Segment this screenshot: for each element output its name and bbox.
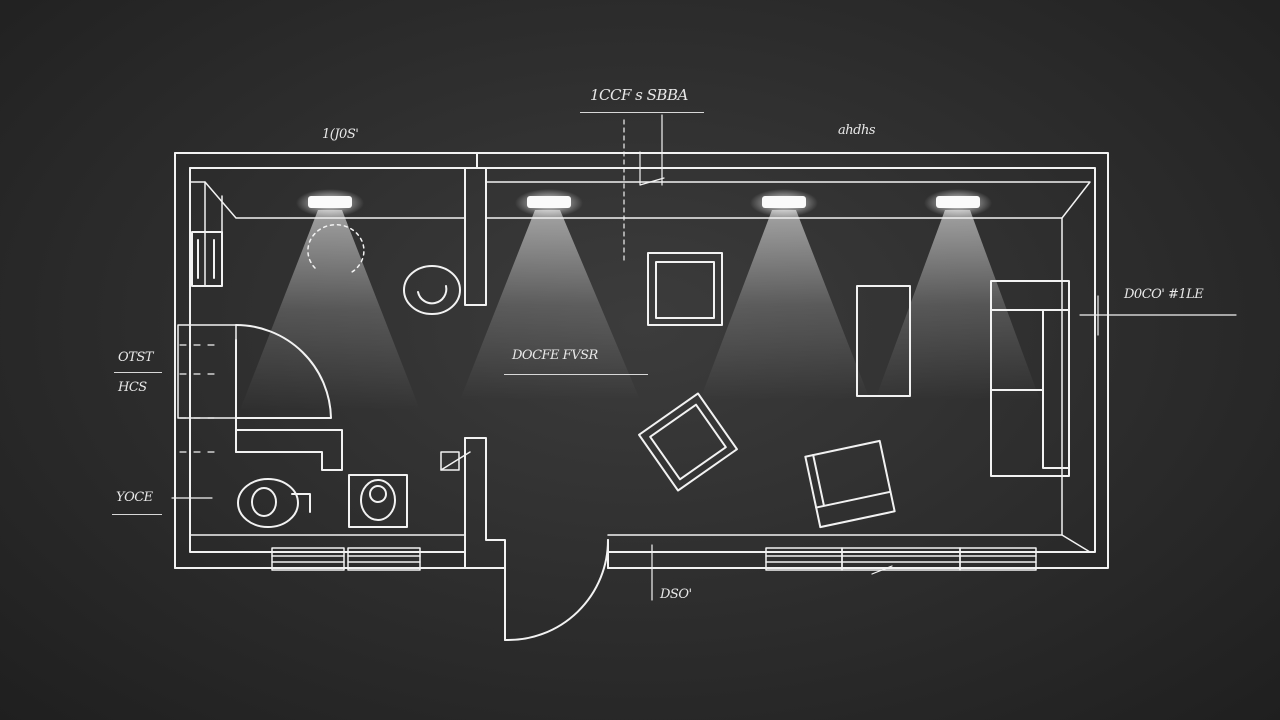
label-underline bbox=[580, 112, 704, 113]
table-icon bbox=[856, 285, 911, 397]
light-beam bbox=[460, 210, 640, 400]
label-right-side: D0CO' #1LE bbox=[1124, 287, 1204, 302]
label-underline bbox=[504, 374, 648, 375]
label-left-upper-2: HCS bbox=[118, 380, 147, 395]
wall-cabinet-icon bbox=[191, 231, 223, 287]
label-left-lower: YOCE bbox=[116, 490, 153, 505]
label-underline bbox=[114, 372, 162, 373]
door-swing-icon bbox=[177, 324, 332, 419]
label-top-right: ahdhs bbox=[838, 123, 876, 138]
armchair-icon bbox=[647, 252, 723, 326]
outer-walls bbox=[174, 152, 1109, 569]
light-beams bbox=[240, 210, 1040, 410]
label-underline bbox=[112, 514, 162, 515]
label-left-upper-1: OTST bbox=[118, 350, 153, 365]
round-table-icon bbox=[403, 265, 461, 315]
ceiling-light-icon bbox=[750, 189, 818, 217]
armchair-icon bbox=[804, 439, 896, 529]
entrance-door-swing-icon bbox=[504, 539, 609, 642]
windows bbox=[271, 547, 1037, 571]
label-top-left: 1(J0S' bbox=[322, 127, 359, 142]
dimension-lines bbox=[171, 114, 1237, 601]
sofa-icon bbox=[990, 280, 1070, 477]
light-circle bbox=[307, 223, 365, 273]
small-switch-icon bbox=[440, 451, 471, 471]
ceiling-light-icon bbox=[515, 189, 583, 217]
ceiling-light-icon bbox=[296, 189, 364, 217]
label-bottom-dimension: DSO' bbox=[660, 587, 692, 602]
armchair-icon bbox=[638, 392, 738, 492]
label-center-room: DOCFE FVSR bbox=[512, 348, 598, 363]
light-beam bbox=[240, 210, 420, 410]
sink-icon bbox=[348, 474, 408, 528]
light-beam bbox=[700, 210, 870, 400]
ceiling-lights bbox=[296, 189, 992, 217]
ceiling-light-icon bbox=[924, 189, 992, 217]
toilet-icon bbox=[237, 478, 311, 528]
label-top-center: 1CCF s SBBA bbox=[590, 86, 688, 104]
light-beam bbox=[875, 210, 1040, 400]
